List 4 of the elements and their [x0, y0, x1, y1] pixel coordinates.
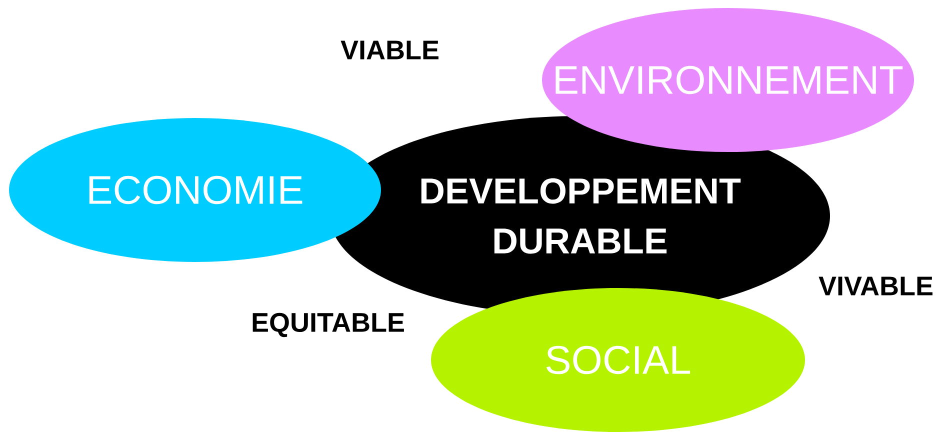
ellipse-node: ECONOMIE: [9, 118, 381, 262]
ellipse-node: SOCIAL: [431, 288, 805, 432]
label: VIABLE: [340, 40, 438, 60]
ellipse-node: ENVIRONNEMENT: [542, 8, 914, 152]
